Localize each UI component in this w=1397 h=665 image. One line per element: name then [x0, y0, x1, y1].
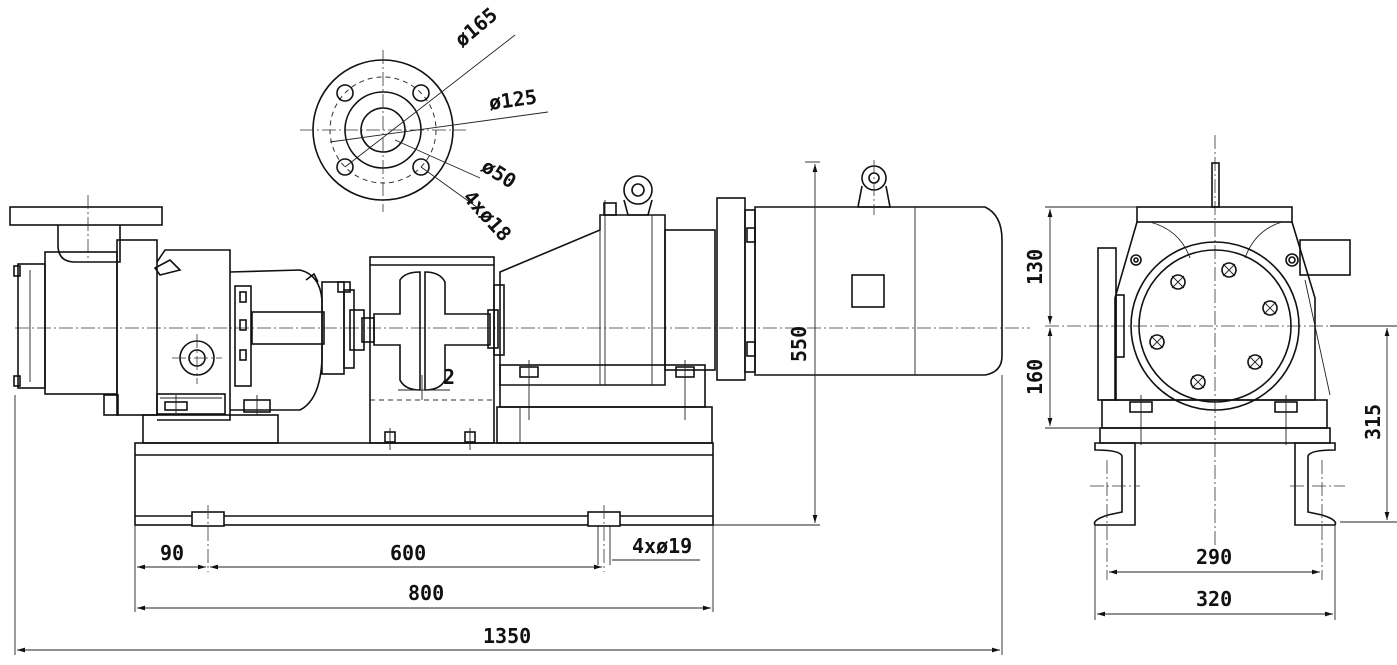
lower-height-160-label: 160	[1023, 359, 1047, 395]
motor-flange	[716, 197, 746, 381]
bearing-housing	[229, 269, 323, 411]
bolt-span-600-label: 600	[390, 541, 426, 565]
foot-holes-label: 4xø19	[632, 534, 692, 558]
pump-front-cover	[17, 263, 46, 389]
coupling-guard	[369, 256, 495, 444]
pitch-90-label: 90	[160, 541, 184, 565]
gearbox-housing	[499, 214, 666, 386]
end-view: 130 160 315 290 320	[1023, 135, 1397, 620]
coupling-hub-left	[373, 271, 421, 391]
end-base-width-320-label: 320	[1196, 587, 1232, 611]
flange-outer-diameter-label: ø165	[450, 2, 502, 51]
gearbox-lifting-eye	[623, 175, 653, 205]
end-top-plate	[1136, 206, 1293, 223]
pump-top-flange	[9, 206, 163, 226]
end-cover-bolts	[1149, 262, 1278, 390]
height-550-label: 550	[787, 326, 811, 362]
flange-detail-view: ø165 ø125 ø50 4xø18	[300, 2, 549, 246]
flange-bore-label: ø50	[477, 154, 520, 193]
side-view: 2	[9, 160, 1030, 655]
motor-body	[754, 206, 1003, 376]
flange-bolt-circle-label: ø125	[487, 84, 538, 114]
coupling-hub-right	[424, 271, 491, 391]
motor-terminal-box	[851, 274, 885, 308]
flange-holes-label: 4xø18	[458, 185, 516, 246]
end-cover-outer	[1130, 241, 1300, 411]
end-bolt-span-290-label: 290	[1196, 545, 1232, 569]
end-channel-left	[1093, 442, 1136, 526]
total-length-1350-label: 1350	[483, 624, 531, 648]
base-length-800-label: 800	[408, 581, 444, 605]
upper-height-130-label: 130	[1023, 249, 1047, 285]
coupling-gap-label: 2	[443, 365, 455, 389]
end-channel-right	[1294, 442, 1337, 526]
pump-body	[116, 239, 158, 416]
center-height-315-label: 315	[1361, 404, 1385, 440]
